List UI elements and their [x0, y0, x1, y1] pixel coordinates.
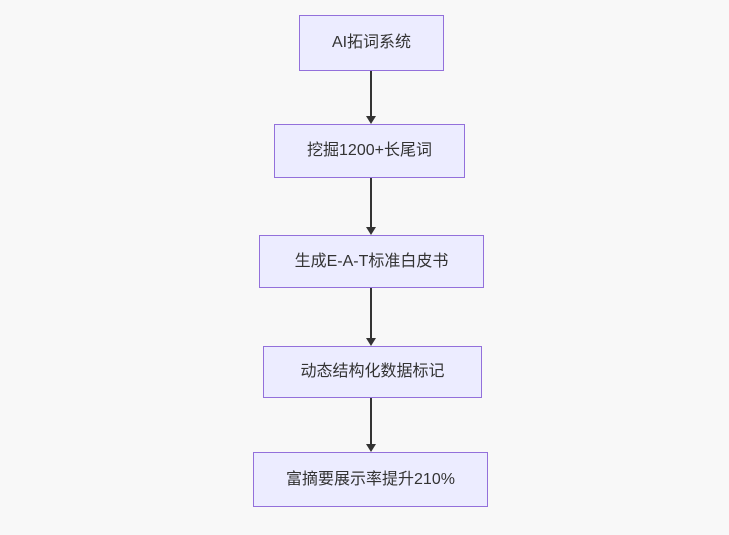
- arrowhead-down-icon: [366, 338, 376, 346]
- node-label: 挖掘1200+长尾词: [307, 142, 432, 160]
- node-label: 动态结构化数据标记: [300, 363, 445, 381]
- node-label: 生成E-A-T标准白皮书: [294, 252, 449, 270]
- flow-edge-3: [366, 288, 376, 346]
- arrowhead-down-icon: [366, 227, 376, 235]
- flow-edge-2: [366, 178, 376, 235]
- edge-line: [370, 178, 372, 227]
- flow-node-ai-keyword-system: AI拓词系统: [299, 15, 444, 71]
- flow-edge-4: [366, 398, 376, 452]
- edge-line: [370, 288, 372, 338]
- flow-node-structured-data-markup: 动态结构化数据标记: [263, 346, 482, 398]
- edge-line: [370, 71, 372, 116]
- flow-node-longtail-mining: 挖掘1200+长尾词: [274, 124, 465, 178]
- arrowhead-down-icon: [366, 444, 376, 452]
- arrowhead-down-icon: [366, 116, 376, 124]
- node-label: AI拓词系统: [331, 34, 412, 52]
- flow-node-eat-whitepaper: 生成E-A-T标准白皮书: [259, 235, 484, 288]
- flow-edge-1: [366, 71, 376, 124]
- node-label: 富摘要展示率提升210%: [286, 470, 455, 488]
- flow-node-rich-snippet-result: 富摘要展示率提升210%: [253, 452, 488, 507]
- edge-line: [370, 398, 372, 444]
